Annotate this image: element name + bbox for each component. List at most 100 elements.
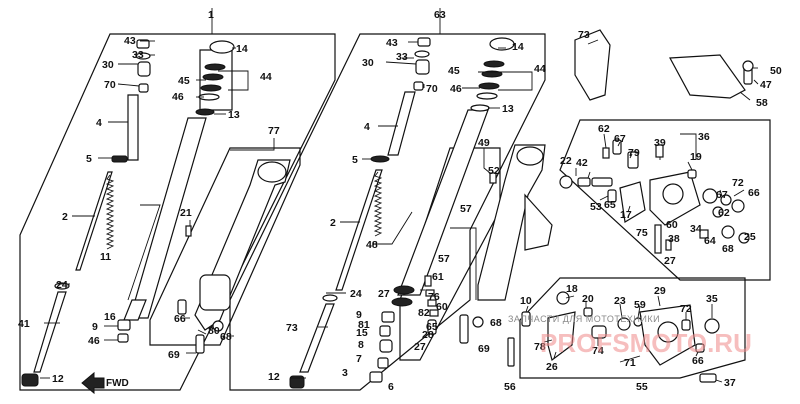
- callout-64: 19: [690, 151, 702, 163]
- callout-6: 7: [356, 353, 362, 365]
- callout-8: 81: [358, 319, 370, 331]
- callout-77-right: 70: [426, 83, 438, 95]
- callout-68-mc: 72: [680, 303, 692, 315]
- callout-9: 9: [92, 321, 98, 333]
- callout-54: 55: [636, 381, 648, 393]
- callout-36: 67: [614, 133, 626, 145]
- callout-68: 80: [208, 325, 220, 337]
- callout-1: 1: [208, 9, 214, 21]
- callout-labels: 1 43 33 30 70 4 5 2 11 24 41 16 9 46 12 …: [18, 9, 782, 393]
- callout-19: 42: [576, 157, 588, 169]
- callout-38: 68: [722, 243, 734, 255]
- callout-40: 71: [624, 357, 636, 369]
- callout-76: 61: [432, 271, 444, 283]
- callout-74: 26: [546, 361, 558, 373]
- callout-25: 34: [690, 223, 702, 235]
- callout-11: 11: [100, 251, 111, 263]
- callout-17: 22: [560, 155, 572, 167]
- callout-49: 48: [366, 239, 378, 251]
- frame-sub-left: [149, 147, 301, 346]
- callout-62: 58: [756, 97, 768, 109]
- callout-47: 56: [504, 381, 516, 393]
- callout-30-right: 24: [350, 288, 362, 300]
- callout-61: 57: [460, 203, 472, 215]
- callout-56: 3: [342, 367, 348, 379]
- fwd-arrow: FWD: [81, 371, 129, 395]
- callout-43-right: 30: [362, 57, 374, 69]
- callout-10: 25: [744, 231, 756, 243]
- callout-82: 60: [436, 301, 448, 313]
- callout-81: 27: [414, 341, 426, 353]
- callout-13: 46: [172, 91, 184, 103]
- callout-80-caliper: 66: [748, 187, 760, 199]
- callout-35: 23: [614, 295, 626, 307]
- callout-14-right: 13: [502, 103, 514, 115]
- fwd-label: FWD: [106, 378, 129, 389]
- callout-81-caliper: 27: [664, 255, 676, 267]
- callout-69: 68: [220, 331, 232, 343]
- callout-20: 78: [534, 341, 546, 353]
- callout-13-right: 46: [450, 83, 462, 95]
- callout-39-caliper: 62: [718, 207, 730, 219]
- callout-41: 45: [178, 75, 190, 87]
- watermark: ЗАПЧАСТИ ДЛЯ МОТОТЕХНИКИ PROFSMOTO.RU: [508, 314, 752, 358]
- frame-right-fork-assembly: [229, 33, 546, 391]
- callout-12-right: 12: [268, 371, 280, 383]
- callout-18: 10: [520, 295, 532, 307]
- callout-53: 36: [698, 131, 710, 143]
- callout-63: 69: [168, 349, 180, 361]
- callout-14: 13: [228, 109, 240, 121]
- callout-5: 5: [86, 153, 92, 165]
- callout-37: 35: [706, 293, 718, 305]
- callout-57: 52: [488, 165, 500, 177]
- callout-66: 21: [180, 207, 192, 219]
- callout-50: 73: [578, 29, 590, 41]
- callout-44-right: 33: [396, 51, 408, 63]
- callout-61-b: 57: [438, 253, 450, 265]
- callout-79: 50: [770, 65, 782, 77]
- frame-master-cylinder: [519, 277, 746, 379]
- callout-55: 29: [654, 285, 666, 297]
- callout-27: 28: [422, 329, 434, 341]
- callout-72: 53: [590, 201, 602, 213]
- caliper-parts: [559, 29, 759, 254]
- callout-46-right: 44: [534, 63, 546, 75]
- callout-41-right: 45: [448, 65, 460, 77]
- callout-45: 43: [124, 35, 136, 47]
- callout-59: 20: [582, 293, 594, 305]
- callout-39: 62: [598, 123, 610, 135]
- watermark-line1: ЗАПЧАСТИ ДЛЯ МОТОТЕХНИКИ: [508, 314, 660, 324]
- callout-46: 44: [260, 71, 272, 83]
- callout-65: 82: [418, 307, 430, 319]
- callout-21: 77: [268, 125, 280, 137]
- callout-44: 33: [132, 49, 144, 61]
- callout-67: 47: [760, 79, 772, 91]
- callout-26: 38: [668, 233, 680, 245]
- watermark-line2: PROFSMOTO.RU: [540, 328, 752, 358]
- callout-16: 16: [104, 311, 116, 323]
- right-fork-parts: [289, 8, 553, 389]
- callout-3: 8: [358, 339, 364, 351]
- callout-2-right: 2: [330, 217, 336, 229]
- callout-70-right: 14: [512, 41, 524, 53]
- callout-80: 66: [174, 313, 186, 325]
- frame-left-fork-assembly: [19, 33, 336, 391]
- callout-71: 59: [634, 299, 646, 311]
- callout-24: 46: [88, 335, 100, 347]
- callout-73: 6: [388, 381, 394, 393]
- callout-29: 74: [592, 345, 604, 357]
- callout-36-caliper: 67: [716, 189, 728, 201]
- callout-75: 64: [704, 235, 716, 247]
- callout-68-caliper: 72: [732, 177, 744, 189]
- callout-4: 4: [96, 117, 102, 129]
- callout-15: 27: [378, 288, 390, 300]
- callout-28-caliper: 65: [604, 199, 616, 211]
- callout-63-right: 69: [478, 343, 490, 355]
- callout-12: 12: [52, 373, 64, 385]
- callout-5-right: 5: [352, 154, 358, 166]
- callout-80-mc: 66: [692, 355, 704, 367]
- callout-9-right: 9: [356, 309, 362, 321]
- callout-70: 14: [236, 43, 248, 55]
- callout-23: 18: [566, 283, 578, 295]
- master-cylinder-parts: [521, 291, 723, 383]
